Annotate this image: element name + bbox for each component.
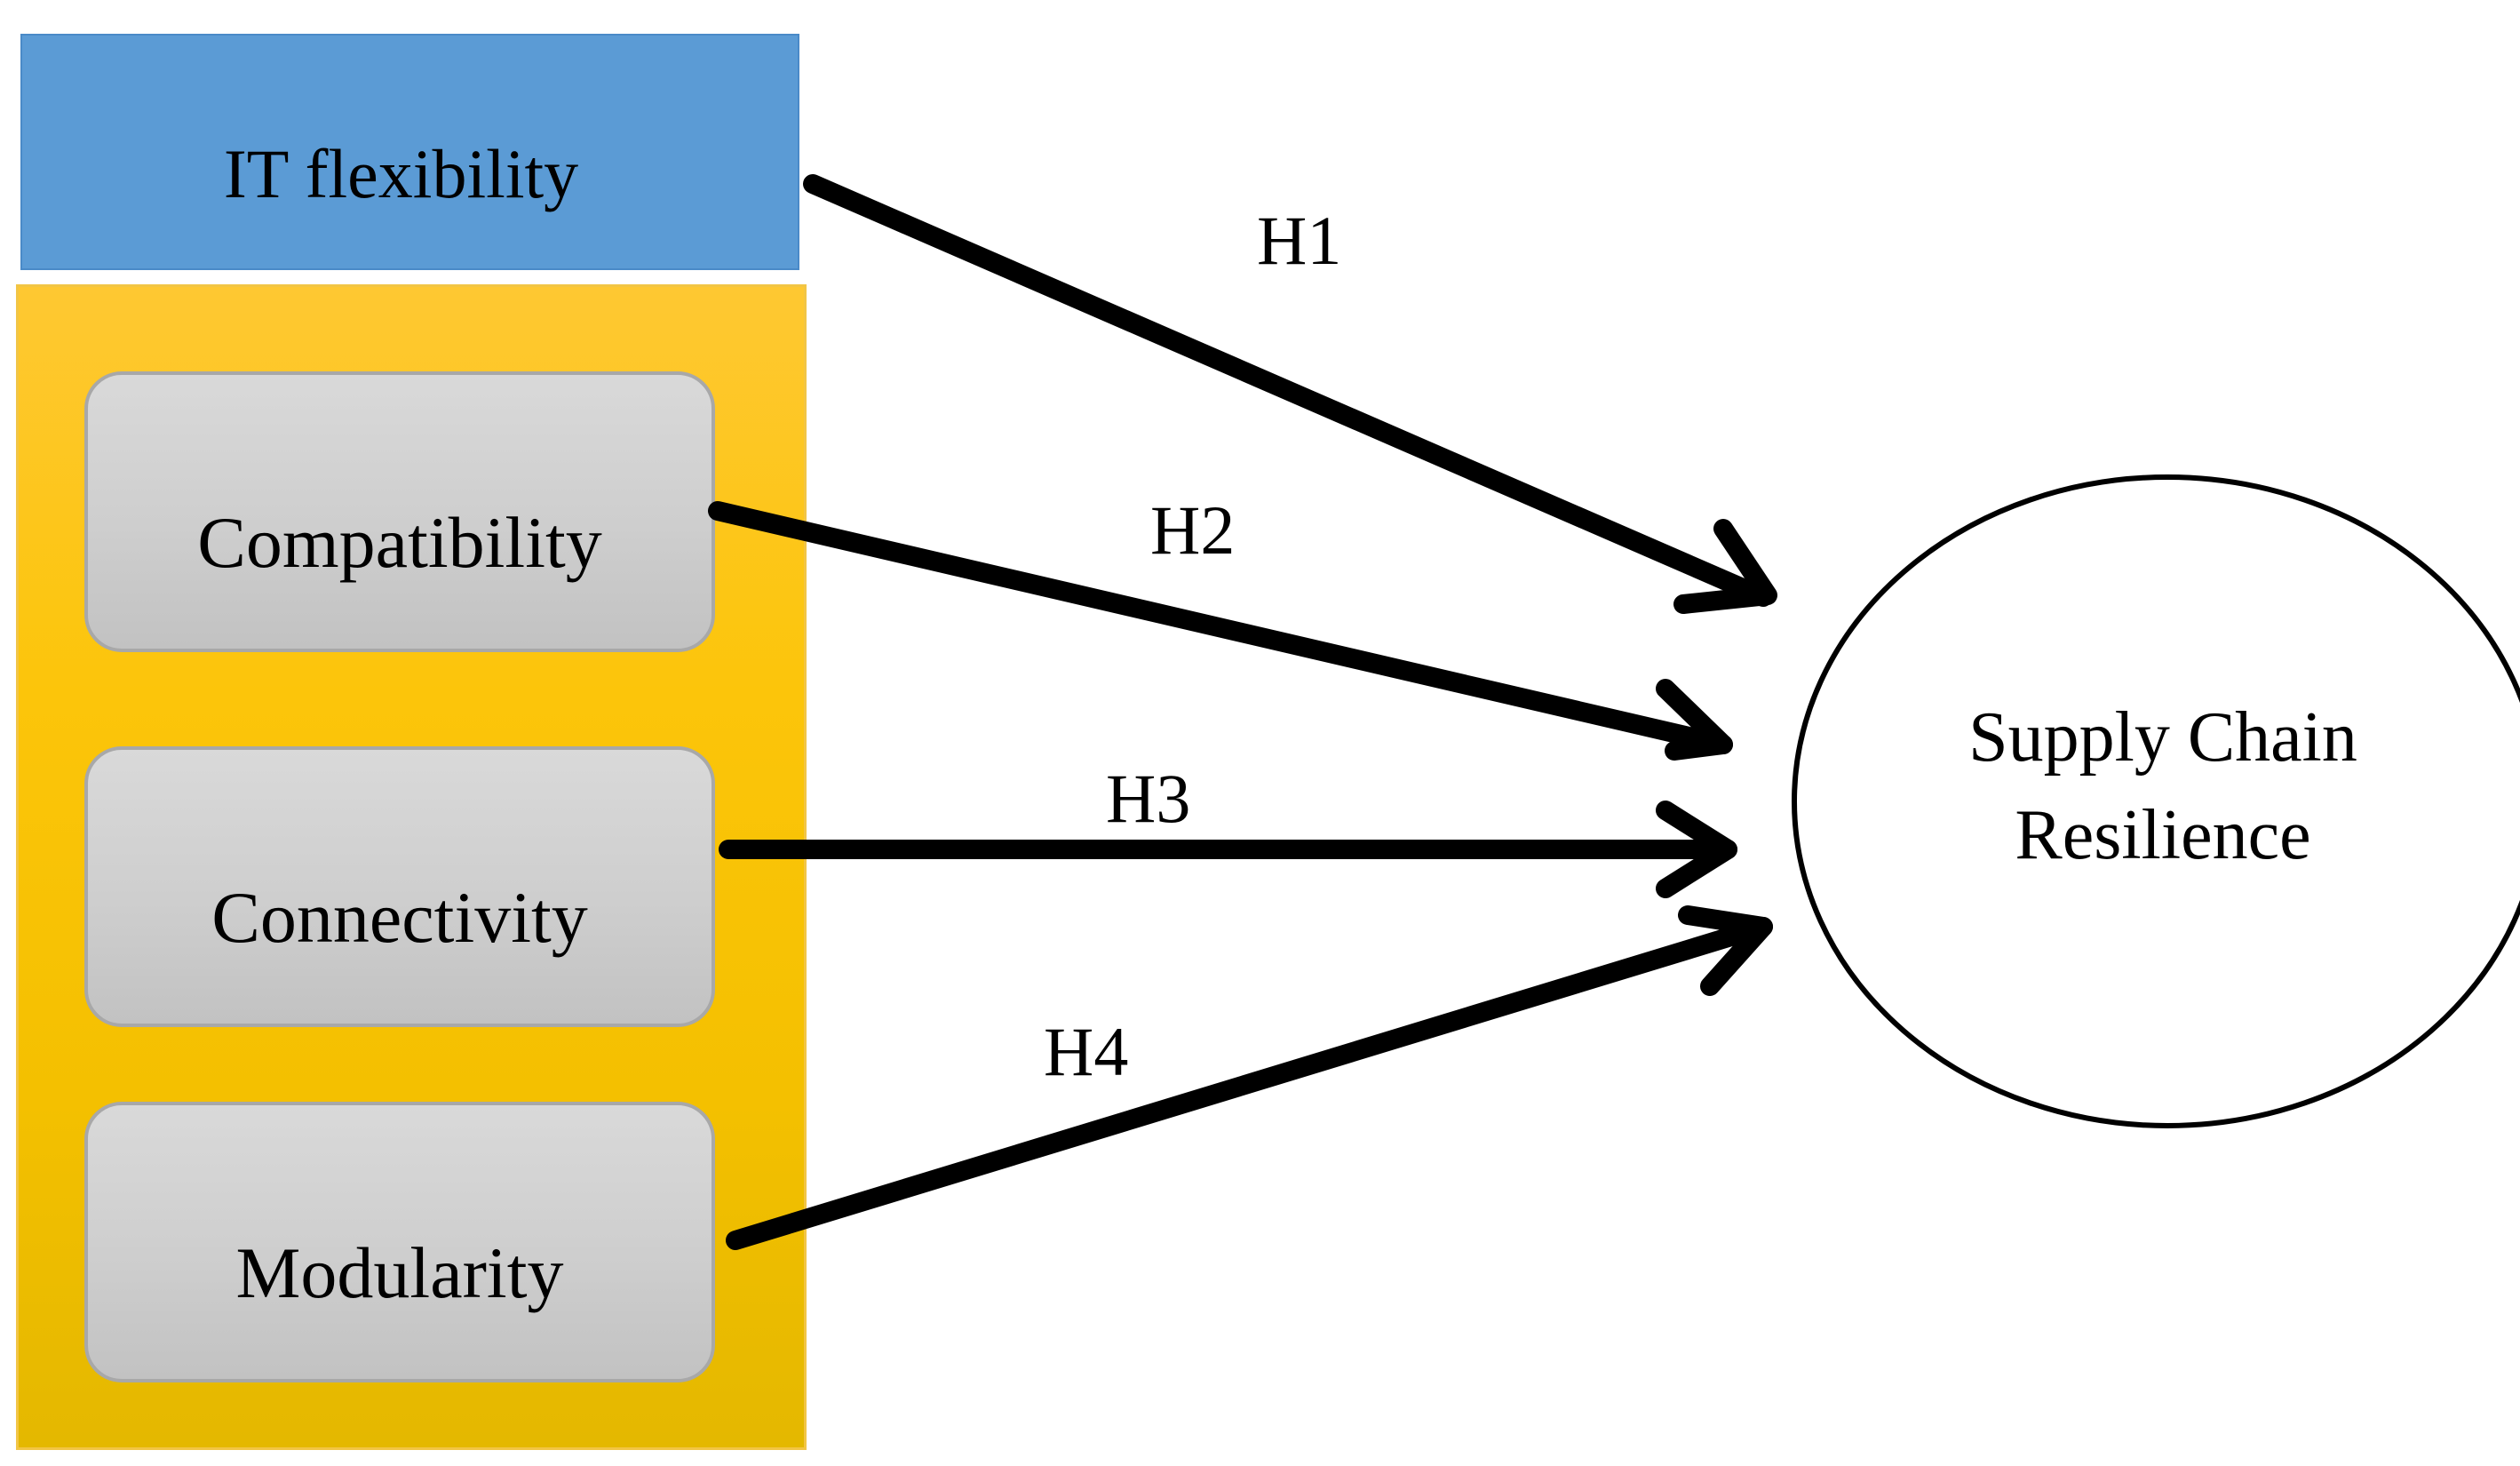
modularity-box: Modularity [84,1102,715,1382]
it-flexibility-box: IT flexibility [20,34,799,270]
hypothesis-h1-label: H1 [1257,202,1342,279]
connectivity-box: Connectivity [84,746,715,1027]
supply-chain-resilience-label: Supply Chain Resilience [1848,689,2478,884]
hypothesis-h4-label: H4 [1044,1013,1129,1090]
hypothesis-h2-label: H2 [1150,491,1236,569]
outcome-line-2: Resilience [2015,796,2311,874]
connectivity-label: Connectivity [211,877,588,958]
supply-chain-resilience-ellipse [1792,474,2520,1128]
modularity-label: Modularity [235,1232,564,1313]
outcome-line-1: Supply Chain [1968,698,2357,777]
compatibility-box: Compatibility [84,371,715,652]
arrow-h2 [708,501,1733,761]
arrow-h1 [803,174,1777,614]
hypothesis-h3-label: H3 [1106,760,1191,837]
arrow-h4 [726,905,1773,1250]
compatibility-label: Compatibility [197,502,602,583]
arrow-h3 [719,801,1737,898]
it-flexibility-label: IT flexibility [223,135,579,212]
